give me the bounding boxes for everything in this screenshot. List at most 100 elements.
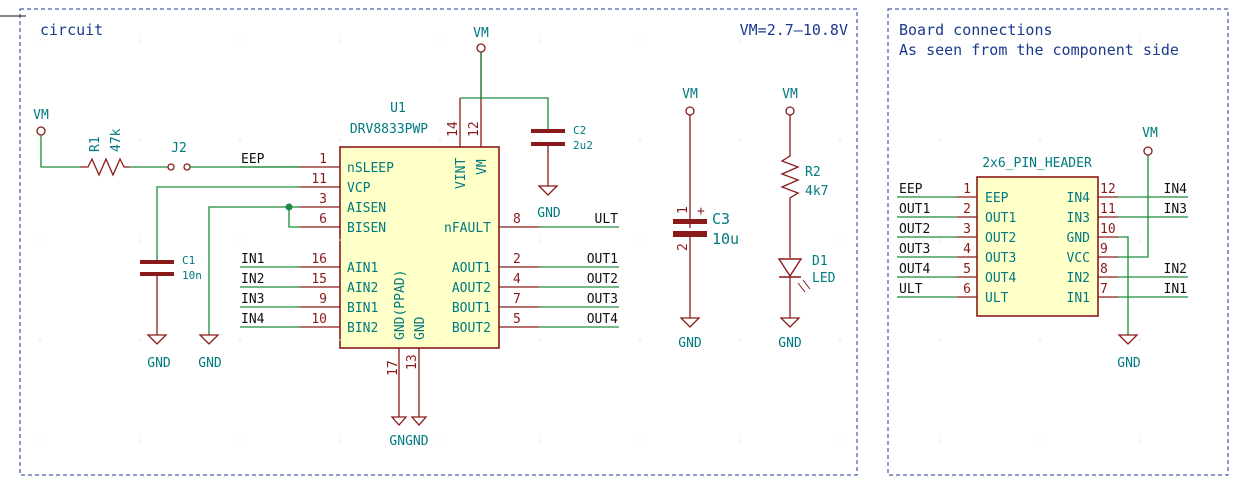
r2-resistor [780, 115, 800, 232]
header-pin-number: 1 [963, 182, 971, 197]
u1-pin-number: 8 [513, 212, 521, 227]
c3-value: 10u [712, 230, 739, 248]
header-pin-number: 11 [1100, 202, 1116, 217]
u1-pin-name: nSLEEP [347, 161, 394, 176]
header-pin-number: 12 [1100, 182, 1116, 197]
header-pin-name: EEP [985, 191, 1009, 206]
header-gnd-symbol [1117, 334, 1139, 345]
header-pin-number: 4 [963, 242, 971, 257]
d1-led [777, 232, 811, 328]
header-pin-number: 7 [1100, 282, 1108, 297]
header-gnd-label: GND [1117, 356, 1141, 371]
d1-value: LED [812, 271, 836, 286]
isen-gnd-symbol [198, 334, 220, 345]
r2-value: 4k7 [805, 184, 828, 199]
header-pin-name: IN1 [1067, 291, 1090, 306]
header-connector: 2x6_PIN_HEADER [976, 156, 1099, 317]
j2-ref: J2 [171, 141, 187, 156]
u1-left-pins: 1nSLEEPEEP11VCP3AISEN6BISEN16AIN1IN115AI… [240, 152, 394, 336]
header-pin-number: 6 [963, 282, 971, 297]
net-label: EEP [899, 182, 923, 197]
c2-value: 2u2 [573, 139, 593, 152]
u1-pin-name: VCP [347, 181, 371, 196]
vm-label-c3: VM [682, 87, 698, 102]
header-pin-number: 5 [963, 262, 971, 277]
u1-chip: U1 DRV8833PWP [339, 101, 500, 349]
vm-label-u1: VM [473, 26, 489, 41]
c3-electrolytic-capacitor [673, 219, 707, 328]
u1-pin12-num: 12 [467, 121, 482, 137]
header-pin-number: 3 [963, 222, 971, 237]
u1-gnd-symbol-2 [410, 416, 428, 426]
c3-ref: C3 [712, 210, 730, 228]
u1-pin-vm-label: VM [475, 159, 490, 175]
c3-pin1: 1 [676, 206, 691, 214]
net-label: ULT [595, 212, 619, 227]
u1-right-pins: 8nFAULTULT2AOUT1OUT14AOUT2OUT27BOUT1OUT3… [444, 212, 619, 336]
header-pin-number: 10 [1100, 222, 1116, 237]
d1-ref: D1 [812, 254, 828, 269]
vm-symbol-u1 [476, 43, 486, 53]
c3-plus: + [697, 204, 705, 219]
vm-label-r1: VM [33, 108, 49, 123]
u1-pin-gndppad-label: GND(PPAD) [393, 270, 408, 340]
r1-value: 47k [109, 128, 124, 152]
c2-ref: C2 [573, 124, 586, 137]
header-pin-number: 8 [1100, 262, 1108, 277]
header-pin-name: VCC [1067, 251, 1090, 266]
net-label: OUT3 [899, 242, 930, 257]
vm-label-header: VM [1142, 126, 1158, 141]
u1-pin-number: 4 [513, 272, 521, 287]
net-label: OUT4 [899, 262, 930, 277]
header-pin-name: IN3 [1067, 211, 1090, 226]
u1-pin-number: 16 [311, 252, 327, 267]
header-pin-number: 9 [1100, 242, 1108, 257]
u1-pin-number: 15 [311, 272, 327, 287]
u1-pin-name: AIN2 [347, 281, 378, 296]
net-label: IN1 [1164, 282, 1187, 297]
c1-capacitor [140, 260, 174, 345]
net-label: IN2 [1164, 262, 1187, 277]
u1-pin-vint-label: VINT [454, 158, 469, 189]
board-frame [887, 8, 1229, 476]
net-label: EEP [241, 152, 265, 167]
c1-value: 10n [182, 269, 202, 282]
u1-pin-number: 2 [513, 252, 521, 267]
net-label: IN4 [1164, 182, 1188, 197]
header-pin-name: OUT3 [985, 251, 1016, 266]
vm-symbol-r2 [785, 106, 795, 116]
vm-symbol-c3 [685, 106, 695, 116]
c1-ref: C1 [182, 254, 195, 267]
d1-gnd-label: GND [778, 336, 802, 351]
u1-pin-name: BIN2 [347, 321, 378, 336]
u1-pin14-num: 14 [446, 121, 461, 137]
j2-jumper [167, 163, 191, 171]
header-pin-name: OUT1 [985, 211, 1016, 226]
circuit-title: circuit [40, 21, 103, 39]
u1-pin-gnd-label: GND [413, 316, 428, 340]
u1-pin-name: AIN1 [347, 261, 378, 276]
u1-pin-number: 5 [513, 312, 521, 327]
header-pin-name: IN2 [1067, 271, 1090, 286]
net-label: OUT2 [899, 222, 930, 237]
u1-gngnd-label: GNGND [389, 434, 428, 449]
isen-gnd-label: GND [198, 356, 222, 371]
u1-pin17-num: 17 [386, 360, 401, 376]
header-pin-name: IN4 [1067, 191, 1091, 206]
u1-pin-name: BOUT2 [452, 321, 491, 336]
r1-ref: R1 [88, 136, 103, 152]
r1-resistor [80, 157, 130, 177]
vm-label-r2: VM [782, 87, 798, 102]
u1-pin-number: 3 [319, 192, 327, 207]
header-pin-number: 2 [963, 202, 971, 217]
vm-symbol-header [1143, 146, 1153, 156]
circuit-frame [19, 8, 858, 476]
header-pin-name: ULT [985, 291, 1009, 306]
header-pin-name: GND [1067, 231, 1091, 246]
net-label: IN3 [241, 292, 264, 307]
grid-dots [39, 39, 1141, 441]
u1-pin-name: BOUT1 [452, 301, 491, 316]
board-title-line1: Board connections [899, 21, 1053, 39]
u1-pin-name: nFAULT [444, 221, 491, 236]
